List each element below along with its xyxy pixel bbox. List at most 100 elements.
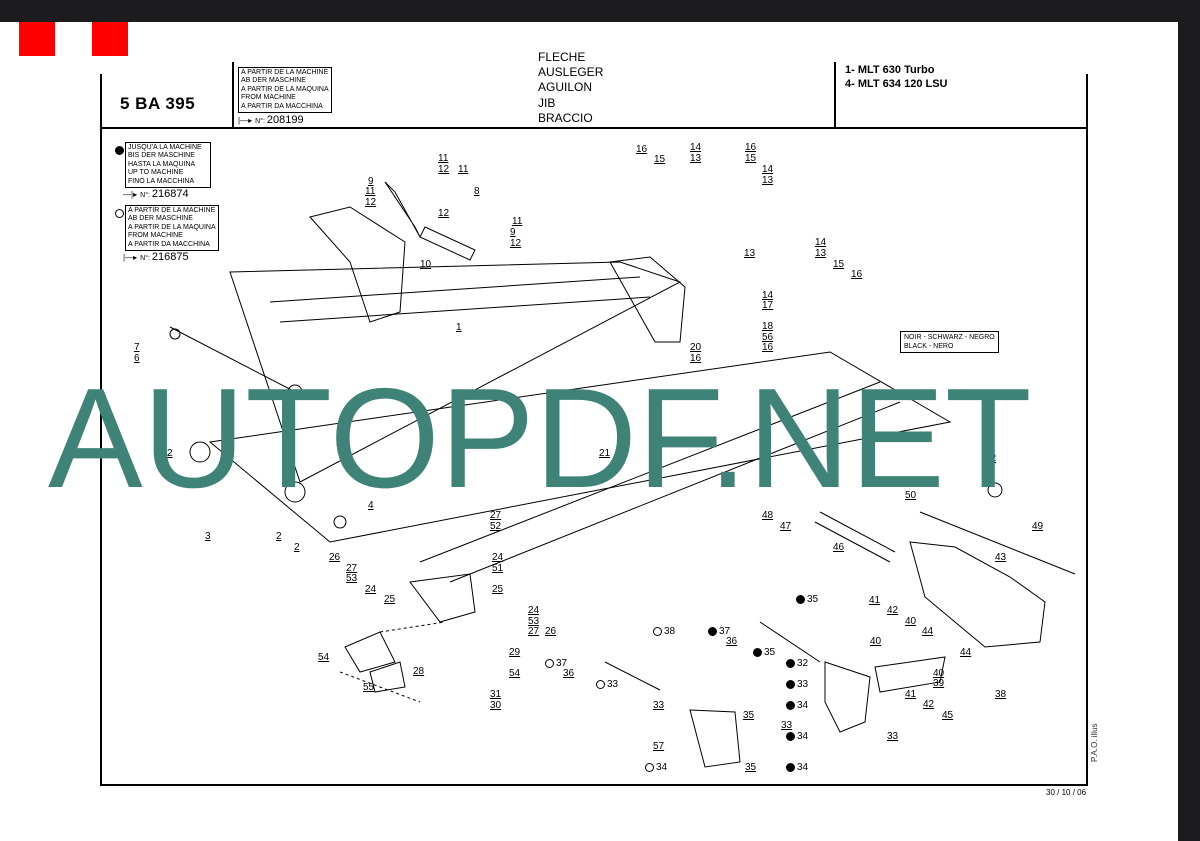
- from-line: A PARTIR DE LA MAQUINA: [241, 85, 329, 93]
- callout-label: 2: [167, 448, 173, 459]
- callout-label: 29: [509, 647, 521, 658]
- model-line: 1- MLT 630 Turbo: [845, 64, 935, 76]
- callout-label: 13: [744, 248, 756, 259]
- illus-credit: P.A.O. illus: [1090, 723, 1099, 762]
- callout-label: 45: [942, 710, 954, 721]
- callout-label: 38: [995, 689, 1007, 700]
- callout-open-35: 35: [796, 594, 818, 605]
- callout-label: 25: [384, 594, 396, 605]
- open-dot-icon: [115, 209, 124, 219]
- page-date: 30 / 10 / 06: [1046, 788, 1087, 797]
- callout-label: 7: [134, 342, 140, 353]
- until-machine-box: JUSQU'A LA MACHINE BIS DER MASCHINE HAST…: [125, 142, 211, 189]
- callout-label: 22: [985, 453, 997, 464]
- callout-label: 11: [512, 216, 523, 227]
- callout-label: 16: [636, 144, 648, 155]
- callout-label: 17: [762, 300, 774, 311]
- callout-label: 41: [905, 689, 917, 700]
- from-line: A PARTIR DE LA MACHINE: [241, 69, 329, 76]
- callout-label: 42: [923, 699, 935, 710]
- callout-label: 28: [413, 666, 425, 677]
- callout-label: 55: [363, 682, 375, 693]
- exploded-view-drawing: [169, 181, 1076, 768]
- callout-label: 13: [690, 153, 702, 164]
- legend-until: JUSQU'A LA MACHINE BIS DER MASCHINE HAST…: [115, 142, 211, 200]
- callout-label: 27: [528, 626, 540, 637]
- callout-label: 53: [346, 573, 358, 584]
- callout-label: 12: [510, 238, 522, 249]
- callout-label: 36: [726, 636, 738, 647]
- callout-label: 13: [815, 248, 827, 259]
- callout-open-35b: 38: [653, 626, 675, 637]
- callout-filled-34: 34: [786, 731, 808, 742]
- color-note-box: NOIR - SCHWARZ - NEGRO BLACK - NERO: [900, 331, 999, 353]
- callout-label: 15: [833, 259, 845, 270]
- callout-filled-33b: 34: [786, 700, 808, 711]
- callout-label: 11: [458, 164, 469, 175]
- callout-label: 27: [346, 563, 358, 574]
- until-serial: —|▸ N°: 216874: [123, 188, 189, 200]
- title-block: FLECHE AUSLEGER AGUILON JIB BRACCIO: [538, 50, 603, 126]
- callout-label: 14: [762, 164, 774, 175]
- callout-label: 13: [762, 175, 774, 186]
- title-line: AGUILON: [538, 80, 593, 95]
- frame-right: [1086, 74, 1088, 786]
- callout-label: 4: [368, 500, 374, 511]
- title-line: FLECHE: [538, 50, 586, 64]
- callout-label: 25: [492, 584, 504, 595]
- callout-label: 49: [1032, 521, 1044, 532]
- callout-label: 44: [922, 626, 934, 637]
- callout-label: 9: [368, 176, 374, 187]
- callout-label: 36: [563, 668, 575, 679]
- red-marker-right: [92, 22, 128, 56]
- callout-label: 56: [762, 332, 774, 343]
- callout-label: 12: [438, 164, 450, 175]
- callout-label: 16: [745, 142, 757, 153]
- filled-dot-icon: [115, 146, 124, 156]
- callout-label: 43: [995, 552, 1007, 563]
- title-line: JIB: [538, 95, 556, 110]
- callout-label: 2: [276, 531, 282, 542]
- callout-label: 52: [490, 521, 502, 532]
- callout-label: 16: [851, 269, 863, 280]
- watermark-text: AUTOPDF.NET: [48, 359, 1032, 518]
- callout-label: 18: [762, 321, 774, 332]
- callout-label: 47: [780, 521, 792, 532]
- callout-label: 14: [762, 290, 774, 301]
- callout-label: 11: [438, 153, 449, 164]
- callout-label: 51: [492, 563, 504, 574]
- from-line: FROM MACHINE: [241, 94, 296, 102]
- callout-label: 9: [510, 227, 516, 238]
- callout-label: 33: [887, 731, 899, 742]
- callout-label: 40: [870, 636, 882, 647]
- callout-label: 15: [654, 154, 666, 165]
- frame-bottom: [100, 784, 1088, 786]
- callout-filled-32: 33: [786, 679, 808, 690]
- callout-label: 30: [490, 700, 502, 711]
- callout-label: 54: [509, 668, 521, 679]
- catalog-page: 5 BA 395 A PARTIR DE LA MACHINE AB DER M…: [0, 22, 1178, 841]
- from-machine-box-2: A PARTIR DE LA MACHINE AB DER MASCHINE A…: [125, 205, 219, 252]
- callout-label: 26: [329, 552, 341, 563]
- callout-label: 35: [745, 762, 757, 773]
- callout-label: 53: [528, 616, 540, 627]
- from-machine-box: A PARTIR DE LA MACHINE AB DER MASCHINE A…: [238, 67, 332, 114]
- legend-from: A PARTIR DE LA MACHINE AB DER MASCHINE A…: [115, 205, 219, 263]
- callout-label: 41: [869, 595, 881, 606]
- callout-label: 24: [365, 584, 377, 595]
- callout-label: 50: [905, 490, 917, 501]
- callout-filled-33: 32: [786, 658, 808, 669]
- carrier-outline: [909, 541, 1046, 648]
- callout-label: 3: [205, 531, 211, 542]
- callout-label: 26: [545, 626, 557, 637]
- callout-label: 20: [690, 342, 702, 353]
- callout-label: 33: [781, 720, 793, 731]
- red-marker-left: [19, 22, 55, 56]
- callout-label: 15: [745, 153, 757, 164]
- callout-label: 10: [420, 259, 432, 270]
- from-serial: |—▸ N°: 208199: [238, 114, 304, 126]
- frame-left: [100, 74, 102, 786]
- callout-label: 12: [365, 197, 377, 208]
- boom-outline: [229, 261, 682, 483]
- from-line: A PARTIR DA MACCHINA: [241, 102, 323, 110]
